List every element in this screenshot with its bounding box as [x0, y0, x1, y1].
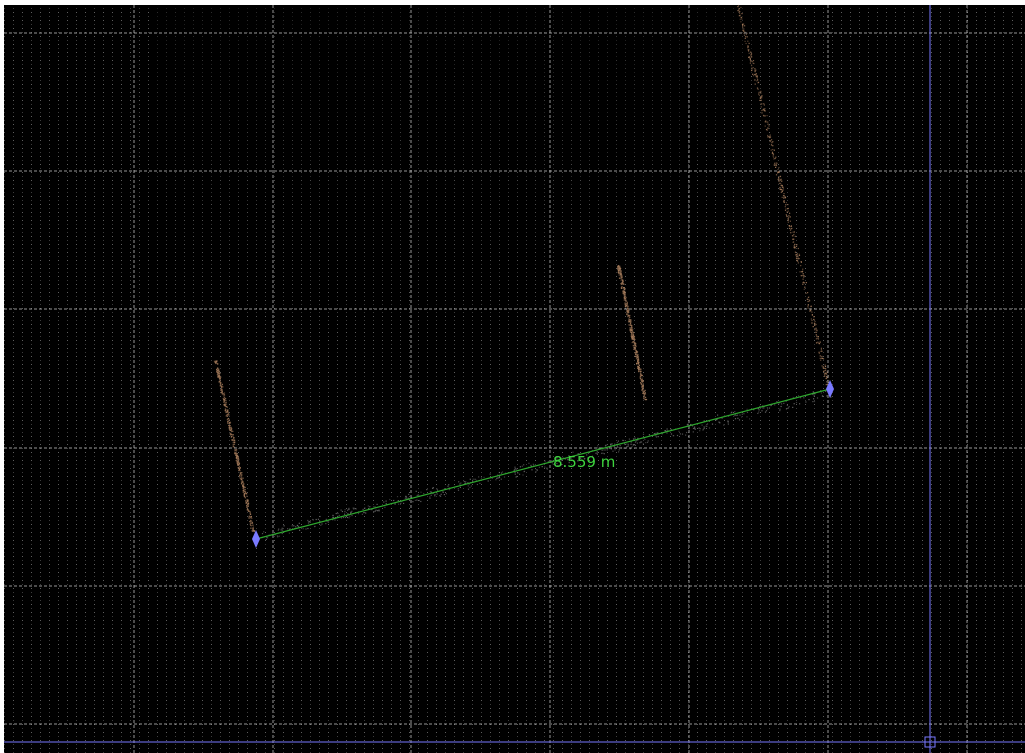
- measurement-line: [255, 388, 831, 540]
- diamond-marker-icon[interactable]: [252, 530, 260, 548]
- diamond-marker-icon[interactable]: [826, 380, 834, 398]
- ground-grid: [4, 5, 1025, 753]
- wall-points: [213, 4, 833, 540]
- crosshair-square-icon: [924, 736, 936, 748]
- occluded-region: [150, 5, 760, 360]
